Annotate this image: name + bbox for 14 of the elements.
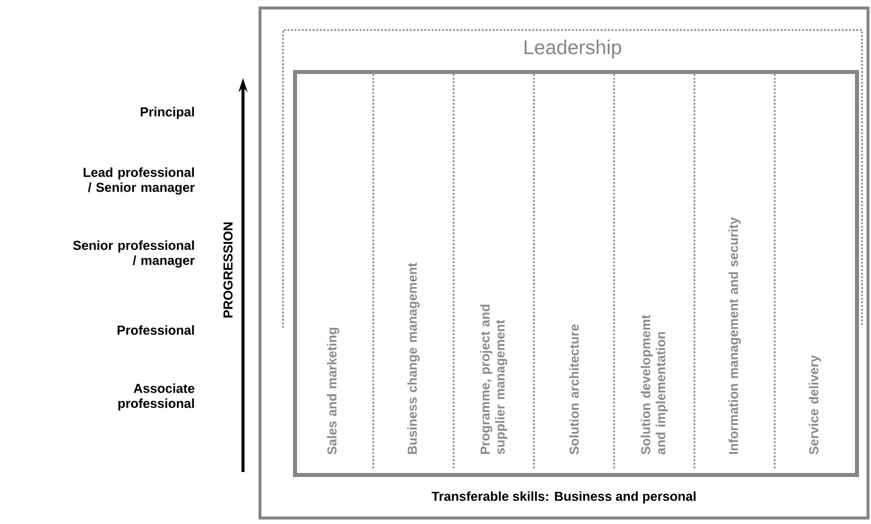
level-label: Lead professional / Senior manager — [84, 167, 195, 195]
column-label: Programme, project and supplier management — [480, 304, 508, 454]
column-label: Service delivery — [808, 355, 821, 454]
level-label: Senior professional / manager — [73, 240, 195, 268]
column-label: Sales and marketing — [327, 328, 340, 454]
level-label: Professional — [118, 325, 194, 335]
column-label: Solution architecture — [569, 324, 579, 454]
inner-frame — [293, 70, 859, 477]
column-label: Solution developmemt and implementation — [640, 314, 668, 454]
level-label: Principal — [140, 106, 194, 120]
column-label: Business change management — [407, 262, 420, 454]
column-label: Information management and security — [728, 217, 741, 454]
level-label: Associate professional — [118, 383, 194, 411]
axis-label: PROGRESSION — [223, 222, 233, 318]
